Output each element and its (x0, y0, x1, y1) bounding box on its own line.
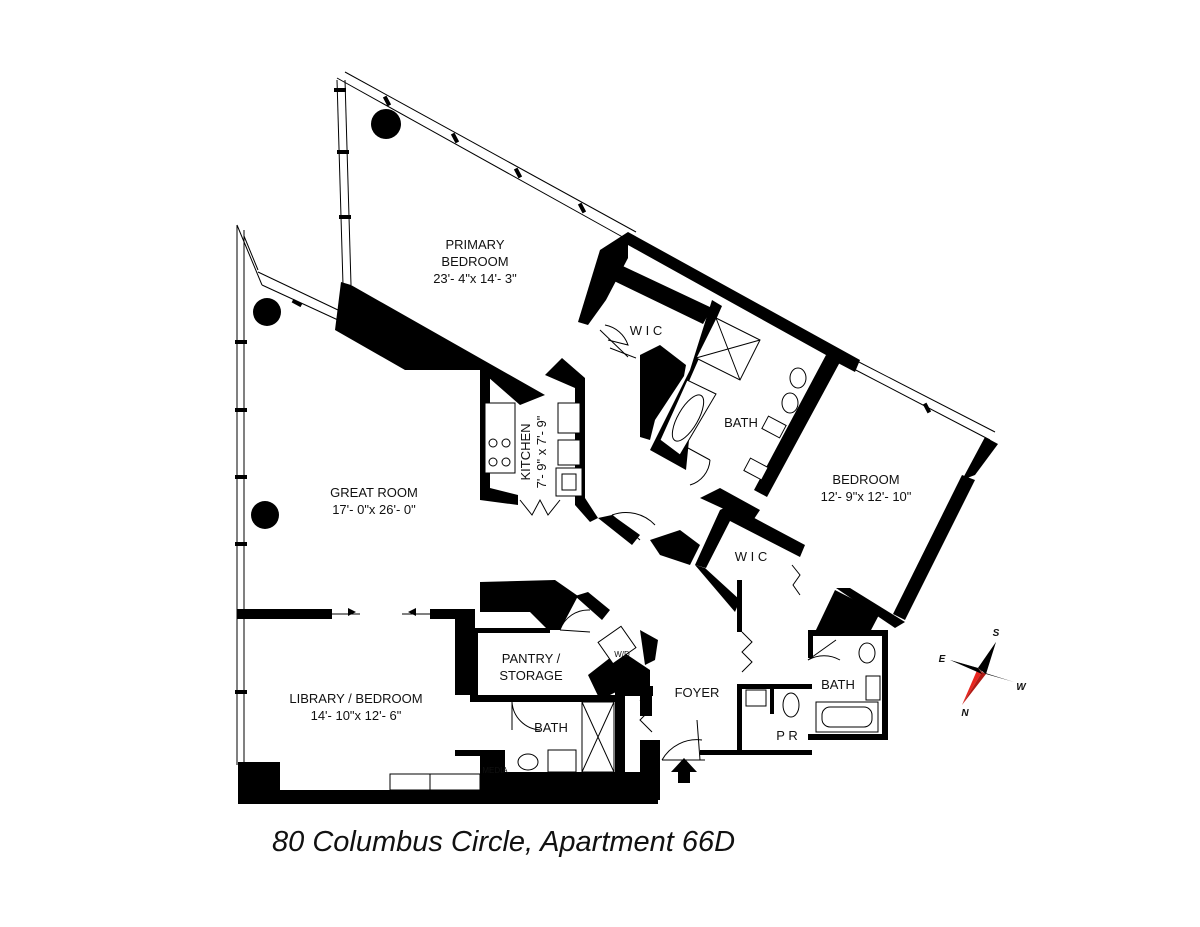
primary-bedroom-label-2: BEDROOM (441, 254, 508, 269)
compass-east: E (939, 654, 946, 665)
great-room-label: GREAT ROOM (330, 485, 418, 500)
library-label: LIBRARY / BEDROOM (289, 691, 422, 706)
wic-primary-label: W I C (630, 323, 663, 338)
floor-plan-caption: 80 Columbus Circle, Apartment 66D (272, 826, 736, 858)
pantry-label-2: STORAGE (499, 668, 563, 683)
bath-primary-label: BATH (724, 415, 758, 430)
entry-arrow-icon (671, 758, 697, 783)
compass-rose-icon: S E W N (939, 628, 1028, 719)
bath-bedroom-label: BATH (821, 677, 855, 692)
kitchen-label: KITCHEN (518, 423, 533, 480)
media-label: MEDIA (482, 766, 508, 775)
library-dims: 14'- 10"x 12'- 6" (311, 708, 402, 723)
washer-dryer-label: W/D (614, 650, 630, 659)
powder-room-label: P R (776, 728, 797, 743)
great-room-dims: 17'- 0"x 26'- 0" (332, 502, 416, 517)
primary-bedroom-dims: 23'- 4"x 14'- 3" (433, 271, 517, 286)
pantry-label: PANTRY / (502, 651, 561, 666)
bath-library-label: BATH (534, 720, 568, 735)
doors (332, 324, 841, 761)
room-labels: PRIMARY BEDROOM 23'- 4"x 14'- 3" GREAT R… (289, 237, 911, 775)
foyer-label: FOYER (675, 685, 720, 700)
kitchen-dims: 7'- 9" x 7'- 9" (534, 415, 549, 488)
columns (251, 109, 401, 529)
wic-bedroom-label: W I C (735, 549, 768, 564)
compass-north: N (961, 708, 969, 719)
compass-south: S (993, 628, 1000, 639)
compass-west: W (1016, 682, 1027, 693)
interior-walls (237, 232, 998, 804)
bedroom-label: BEDROOM (832, 472, 899, 487)
exterior-window-walls (235, 71, 996, 765)
kitchen-fixtures (484, 402, 583, 497)
bedroom-dims: 12'- 9"x 12'- 10" (821, 489, 912, 504)
bath-fixtures (389, 317, 881, 791)
primary-bedroom-label: PRIMARY (446, 237, 505, 252)
